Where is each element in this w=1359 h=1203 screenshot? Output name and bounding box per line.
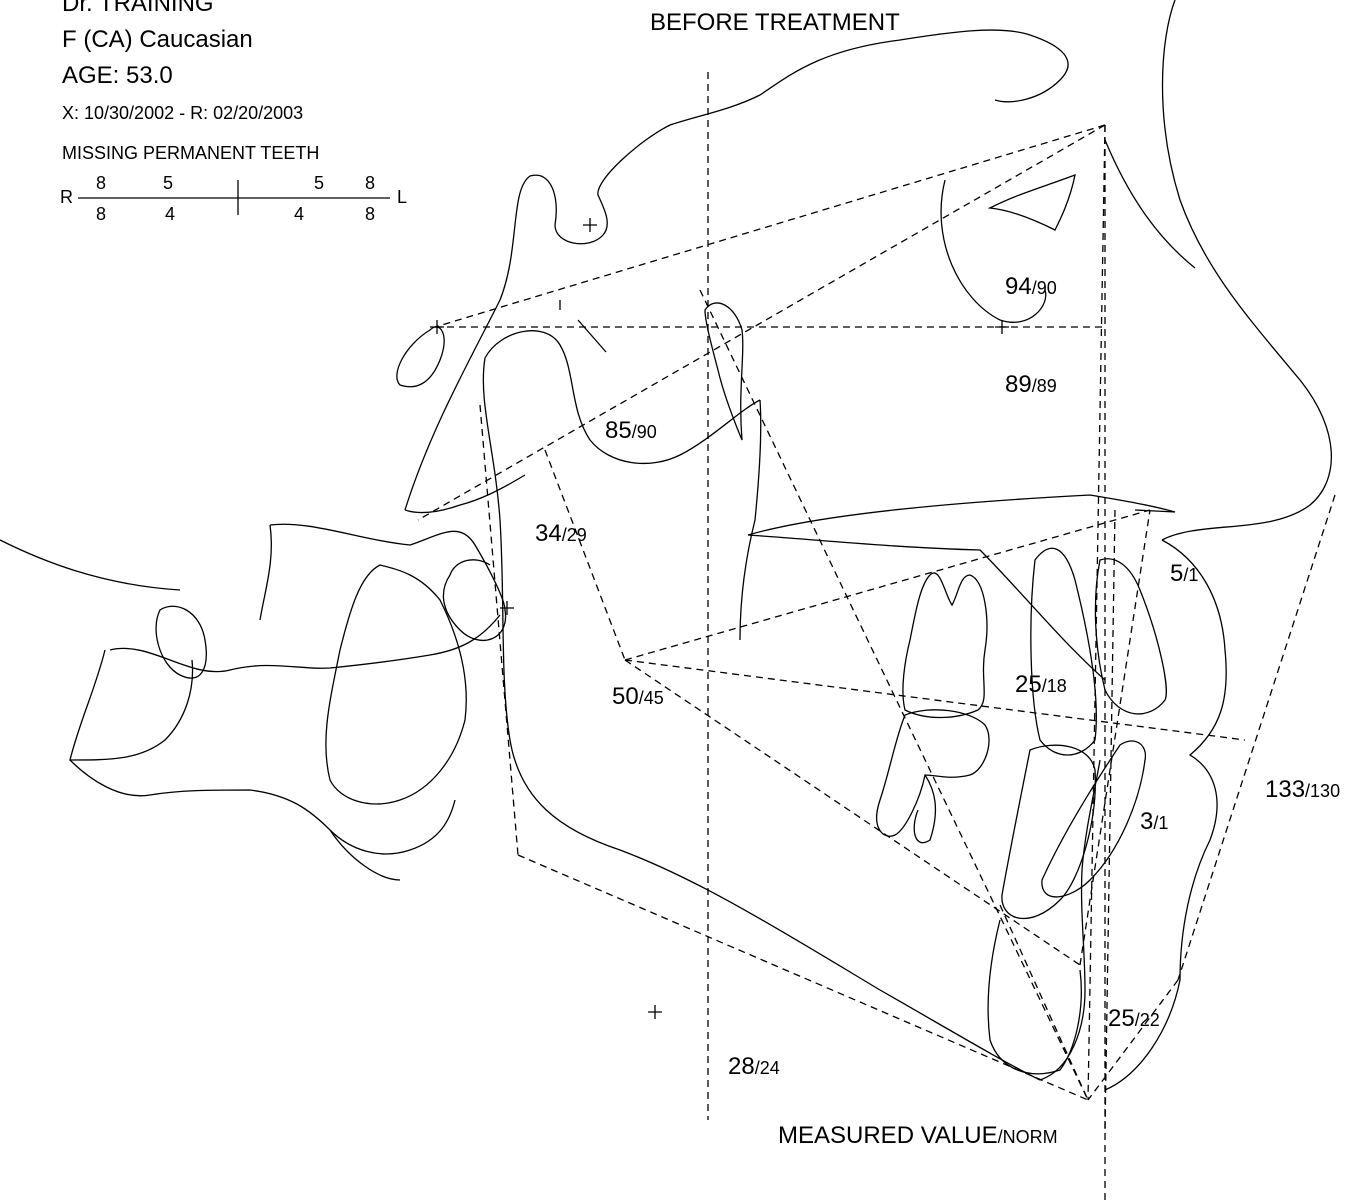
missing-teeth-label: MISSING PERMANENT TEETH (62, 143, 320, 163)
measured-value: 25 (1015, 671, 1042, 698)
measurement-label: 133/130 (1265, 778, 1340, 802)
patient-age: AGE: 53.0 (62, 62, 173, 89)
tooth-lower-right-2: 4 (165, 204, 176, 224)
measurement-label: 89/89 (1005, 373, 1057, 397)
norm-value: /90 (631, 422, 657, 442)
norm-value: /22 (1134, 1010, 1160, 1030)
page-title: BEFORE TREATMENT (650, 9, 900, 36)
landmark-markers (430, 218, 1009, 1019)
legend-norm-label: /NORM (997, 1127, 1058, 1147)
norm-value: /1 (1153, 813, 1169, 833)
measured-value: 28 (728, 1053, 755, 1080)
norm-value: /89 (1031, 376, 1057, 396)
measurement-label: 5/1 (1170, 562, 1198, 586)
tooth-chart-left-label: L (397, 187, 408, 207)
tooth-chart-right-label: R (60, 187, 73, 207)
measurement-label: 3/1 (1140, 810, 1168, 834)
measurement-label: 25/18 (1015, 673, 1067, 697)
measurement-label: 50/45 (612, 685, 664, 709)
tooth-upper-left-2: 8 (365, 173, 376, 193)
reference-lines (417, 72, 1336, 1203)
doctor-name: Dr. TRAINING (62, 0, 214, 17)
measurement-label: 85/90 (605, 419, 657, 443)
measurement-label: 94/90 (1005, 275, 1057, 299)
measurement-label: 34/29 (535, 522, 587, 546)
tooth-upper-right-2: 5 (163, 173, 174, 193)
tooth-lower-left-1: 4 (294, 204, 305, 224)
measurement-label: 28/24 (728, 1055, 780, 1079)
anatomy-outlines (0, 0, 1333, 1091)
measured-value: 85 (605, 417, 632, 444)
norm-value: /29 (561, 525, 587, 545)
tooth-chart-lines (78, 180, 390, 215)
measured-value: 3 (1140, 808, 1154, 835)
norm-value: /90 (1031, 278, 1057, 298)
patient-sex-ethnicity: F (CA) Caucasian (62, 26, 253, 53)
measured-value: 34 (535, 520, 562, 547)
xray-dates: X: 10/30/2002 - R: 02/20/2003 (62, 103, 304, 123)
measured-value: 89 (1005, 371, 1032, 398)
tooth-lower-right-1: 8 (96, 204, 107, 224)
tooth-lower-left-2: 8 (365, 204, 376, 224)
tooth-upper-right-1: 8 (96, 173, 107, 193)
measurement-label: 25/22 (1108, 1007, 1160, 1031)
measured-value: 25 (1108, 1005, 1135, 1032)
measured-value: 94 (1005, 273, 1032, 300)
norm-value: /45 (638, 688, 664, 708)
norm-value: /18 (1041, 676, 1067, 696)
norm-value: /130 (1305, 781, 1341, 801)
norm-value: /1 (1183, 565, 1199, 585)
measured-value: 5 (1170, 560, 1184, 587)
norm-value: /24 (754, 1058, 780, 1078)
measured-value: 50 (612, 683, 639, 710)
measured-value: 133 (1265, 776, 1306, 803)
tooth-upper-left-1: 5 (314, 173, 325, 193)
legend-value-label: MEASURED VALUE (778, 1122, 998, 1149)
measurement-legend: MEASURED VALUE/NORM (778, 1124, 1058, 1148)
